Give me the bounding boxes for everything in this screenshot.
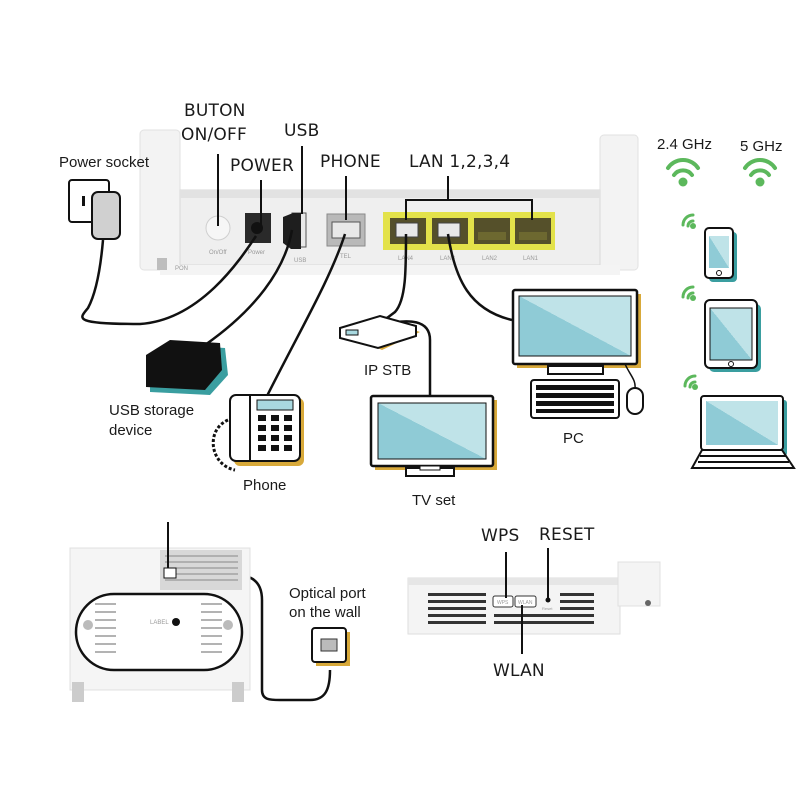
wifi-5ghz-icon xyxy=(743,158,777,177)
phone-device xyxy=(211,394,304,472)
label-usb: USB xyxy=(284,121,320,141)
optical-wall-port xyxy=(311,627,350,666)
reset-button[interactable] xyxy=(545,597,551,603)
lan2-port-label: LAN2 xyxy=(482,256,498,262)
label-usb-storage-line2: device xyxy=(109,422,153,439)
lan4-port xyxy=(390,218,426,244)
label-power-socket: Power socket xyxy=(59,154,150,171)
wifi-laptop-icon xyxy=(683,374,697,389)
label-ip-stb: IP STB xyxy=(364,362,412,379)
power-cable xyxy=(81,235,258,326)
laptop-device xyxy=(690,395,796,469)
label-button-on-off-line1: BUTON xyxy=(184,101,246,121)
wifi-phone-icon xyxy=(681,213,695,228)
label-wifi-5ghz: 5 GHz xyxy=(740,138,783,155)
wlan-button-label: WLAN xyxy=(518,600,533,606)
power-adapter xyxy=(91,191,121,240)
usb-storage-device xyxy=(146,340,228,395)
power-port-label: Power xyxy=(248,250,265,256)
label-usb-storage-line1: USB storage xyxy=(109,402,195,419)
phone-cable xyxy=(263,233,347,401)
label-wps: WPS xyxy=(481,526,520,546)
on-off-port-label: On/Off xyxy=(209,250,227,256)
wps-button[interactable] xyxy=(492,595,514,608)
label-pc: PC xyxy=(563,430,584,447)
bottom-cable-loop xyxy=(74,592,244,672)
wps-button-label: WPS xyxy=(497,600,509,606)
label-optical-port-line2: on the wall xyxy=(289,604,361,621)
label-lan: LAN 1,2,3,4 xyxy=(409,152,511,172)
label-tv-set: TV set xyxy=(412,492,456,509)
mouse xyxy=(626,387,644,415)
lan3-port-label: LAN3 xyxy=(440,256,456,262)
smartphone-device xyxy=(704,227,737,282)
optical-cable xyxy=(235,573,332,702)
wlan-button[interactable] xyxy=(514,595,537,608)
antenna-right xyxy=(599,134,639,271)
wifi-icons xyxy=(666,158,777,389)
lan2-port xyxy=(474,218,510,244)
tel-port-label: TEL xyxy=(340,254,352,260)
lan-pc-cable xyxy=(446,233,513,322)
router-side-antenna xyxy=(617,561,661,607)
callout-lines xyxy=(217,146,533,226)
label-phone: PHONE xyxy=(320,152,381,172)
router-side-body xyxy=(407,577,621,635)
reset-button-label: Reset xyxy=(542,606,553,611)
lan1-port-label: LAN1 xyxy=(523,256,539,262)
label-phone-device: Phone xyxy=(243,477,287,494)
pon-port-label: PON xyxy=(175,266,188,272)
tv-device xyxy=(369,394,497,477)
label-reset: RESET xyxy=(539,525,595,545)
label-power: POWER xyxy=(230,156,294,176)
label-optical-port-line1: Optical port xyxy=(289,585,366,602)
pon-port xyxy=(157,258,167,270)
antenna-left xyxy=(139,129,181,271)
router-rear: PON On/Off Power USB TEL xyxy=(139,129,639,275)
usb-cable xyxy=(204,229,294,347)
router-bottom: LABEL xyxy=(69,522,251,702)
pc-stand xyxy=(547,365,604,375)
tablet-device xyxy=(704,299,761,372)
label-wifi-24ghz: 2.4 GHz xyxy=(657,136,713,153)
label-wlan: WLAN xyxy=(493,661,545,681)
ip-stb-device xyxy=(339,314,420,350)
usb-port-label: USB xyxy=(294,258,306,264)
power-socket xyxy=(68,179,121,240)
bottom-label-text: LABEL xyxy=(150,620,169,626)
wifi-24ghz-icon xyxy=(666,158,700,177)
label-button-on-off-line2: ON/OFF xyxy=(181,125,247,145)
router-side: WPS WLAN Reset xyxy=(407,548,661,654)
pc-device xyxy=(511,288,644,419)
wifi-tablet-icon xyxy=(681,285,695,300)
lan1-port xyxy=(515,218,551,244)
